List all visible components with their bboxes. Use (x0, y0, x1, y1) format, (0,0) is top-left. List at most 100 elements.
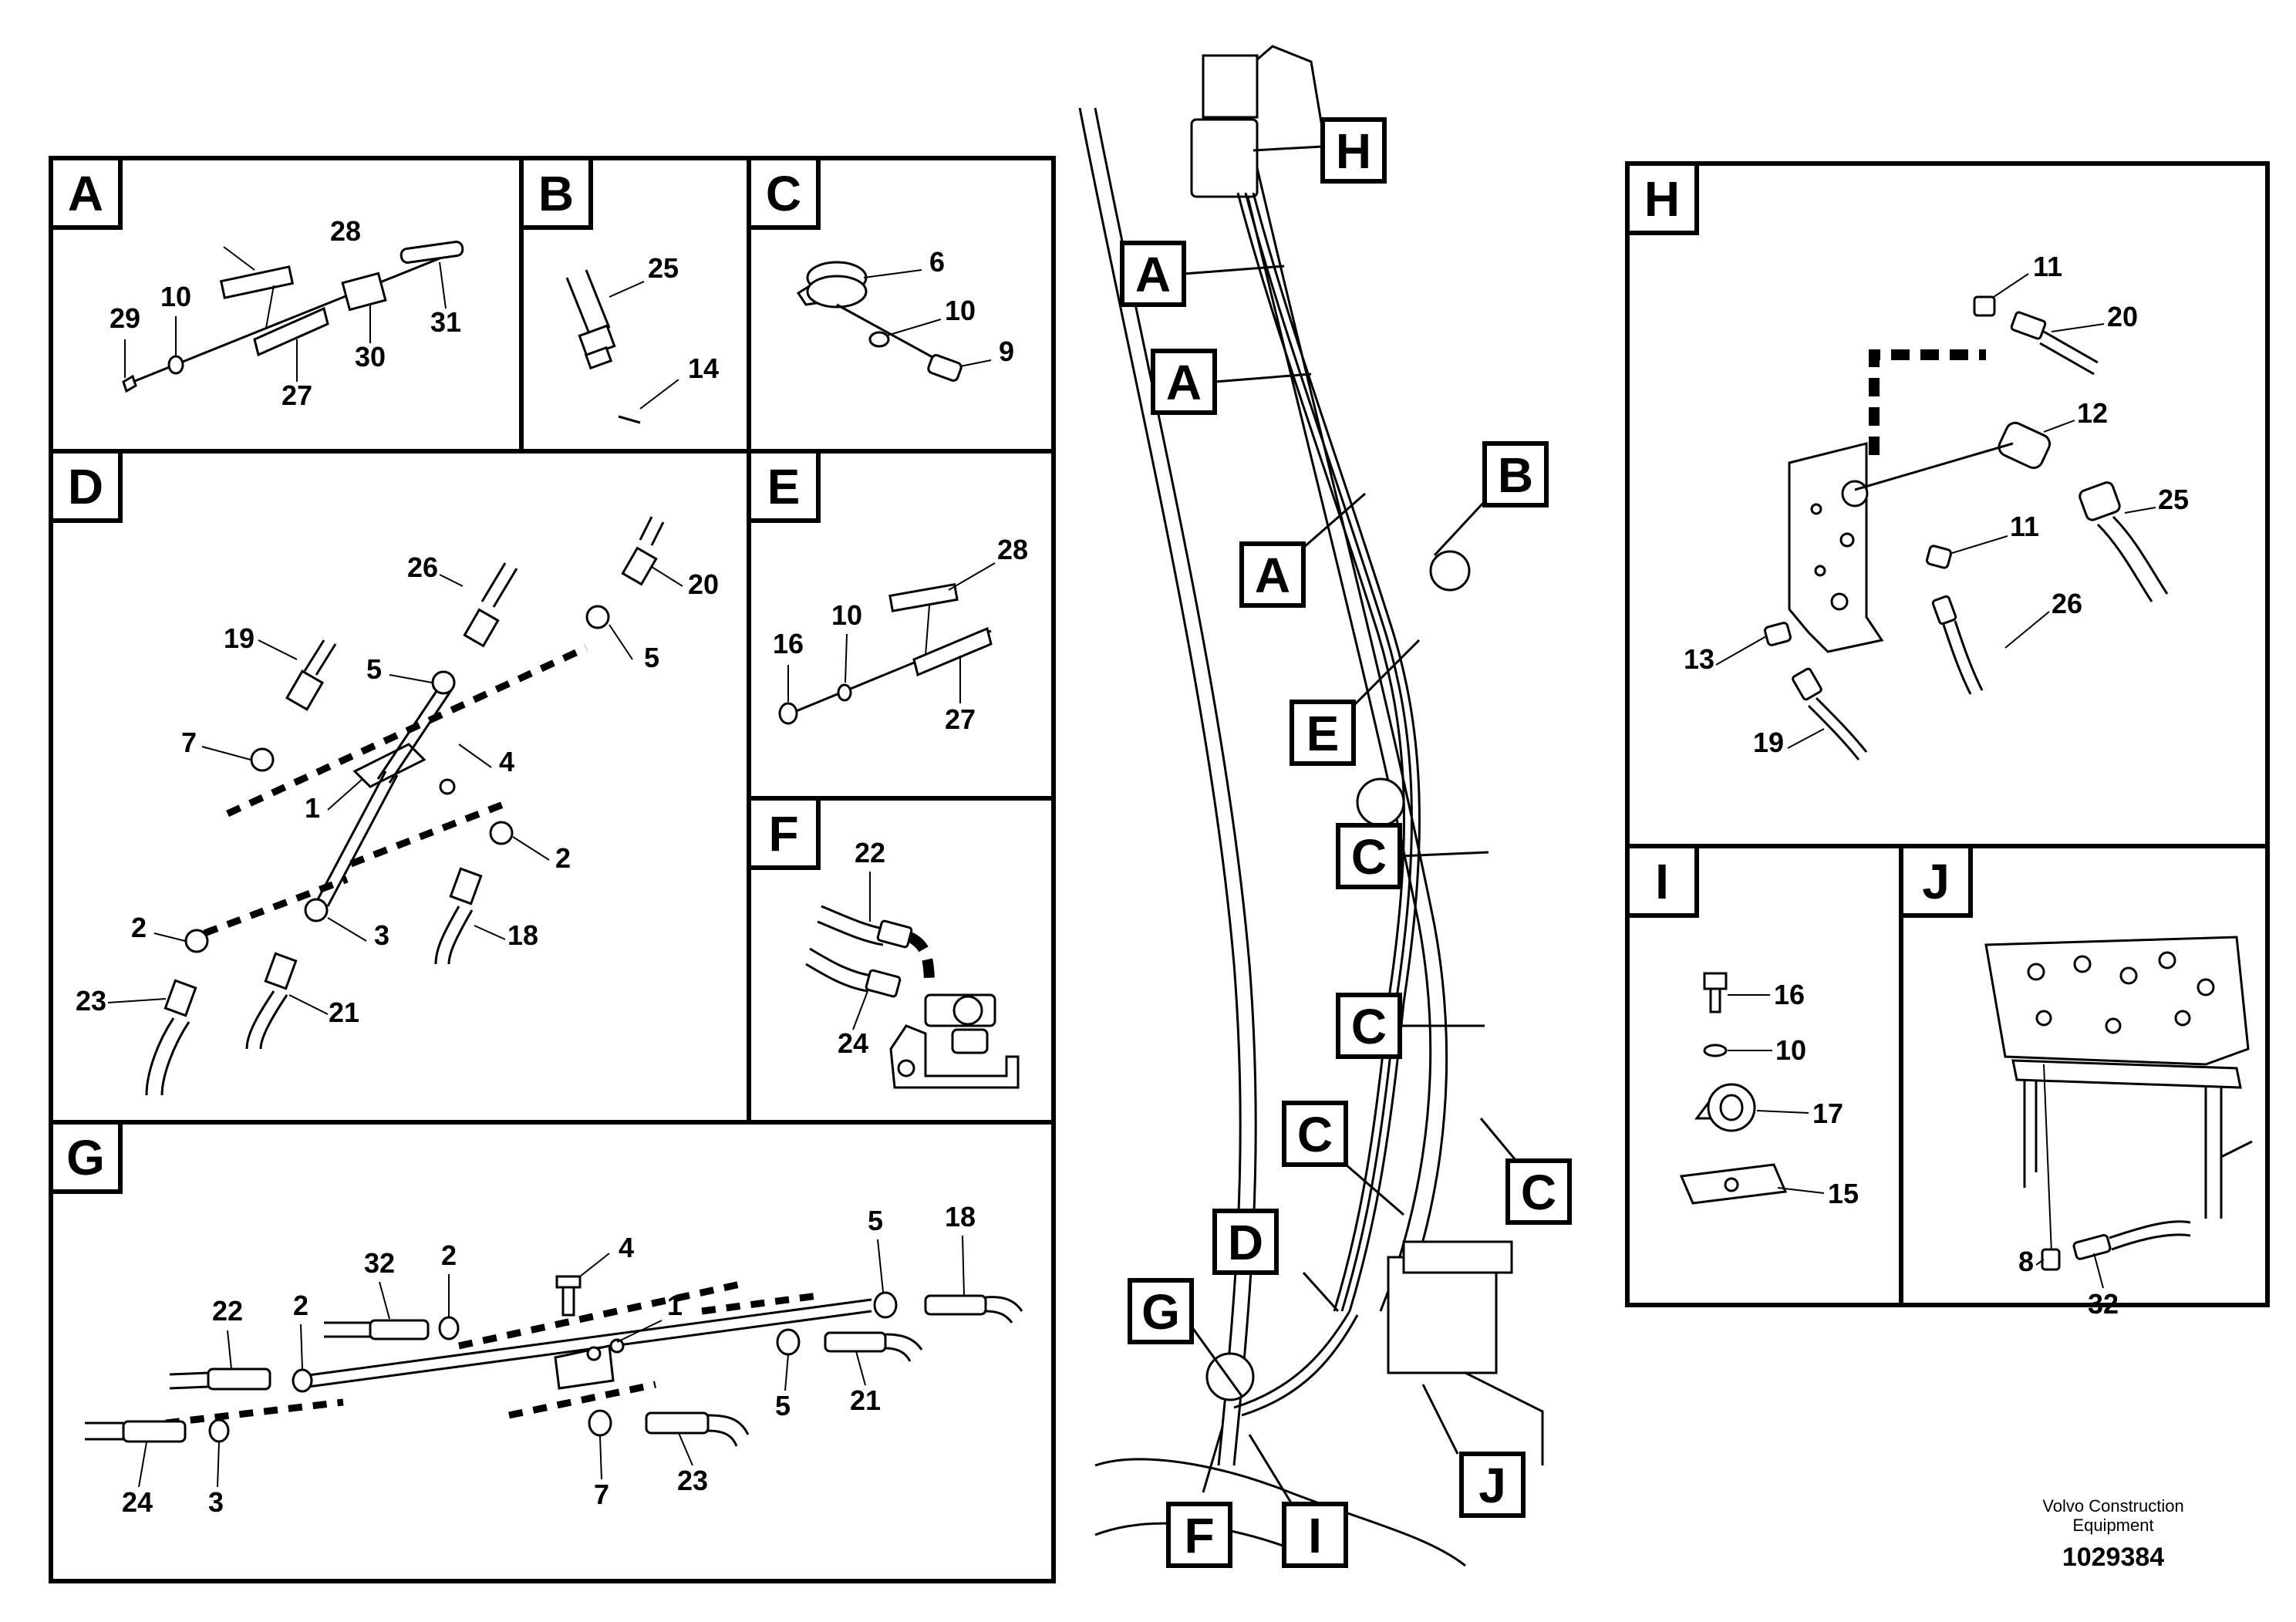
part-label: 4 (499, 746, 514, 777)
part-label: 26 (2052, 588, 2082, 619)
callout-c: C (1521, 1165, 1556, 1220)
part-label: 17 (1812, 1098, 1843, 1129)
panel-a-letter: A (68, 166, 103, 221)
part-label: 5 (644, 642, 659, 673)
part-label: 3 (374, 919, 389, 951)
part-label: 15 (1828, 1178, 1859, 1209)
panel-g: G (49, 1120, 1056, 1583)
part-label: 27 (282, 379, 312, 411)
part-label: 18 (507, 919, 538, 951)
part-label: 30 (355, 341, 386, 373)
part-label: 19 (224, 622, 255, 654)
callout-e: E (1306, 706, 1340, 761)
part-label: 32 (364, 1247, 395, 1279)
panel-j-letter: J (1922, 854, 1950, 909)
panel-a-drawing (122, 241, 464, 393)
part-label: 10 (945, 295, 976, 326)
callout-b: B (1498, 447, 1533, 503)
callout-h: H (1336, 123, 1371, 179)
panel-g-drawing (85, 1275, 1023, 1447)
panel-h: H 11 20 12 25 11 26 13 (1625, 161, 2270, 848)
panel-f-letter: F (768, 806, 798, 862)
part-label: 18 (945, 1201, 976, 1233)
panel-c-letter: C (766, 166, 801, 221)
part-label: 13 (1684, 643, 1714, 675)
callout-c: C (1351, 829, 1387, 885)
part-label: 28 (997, 534, 1028, 565)
part-label: 20 (2107, 301, 2138, 332)
panel-e-drawing (778, 582, 993, 725)
part-label: 10 (1775, 1034, 1806, 1066)
part-label: 16 (1774, 979, 1805, 1010)
panel-b: B 25 14 (519, 156, 751, 454)
panel-d-letter: D (68, 459, 103, 514)
panel-a: A 28 29 10 27 30 31 (49, 156, 524, 454)
panel-c-drawing (796, 261, 963, 382)
part-label: 2 (293, 1290, 308, 1321)
part-label: 23 (677, 1465, 708, 1496)
part-label: 11 (2010, 511, 2039, 542)
part-label: 21 (850, 1384, 881, 1416)
part-label: 32 (2088, 1288, 2119, 1320)
part-label: 11 (2033, 251, 2062, 282)
part-label: 5 (868, 1205, 883, 1236)
panel-i-drawing (1679, 972, 1788, 1205)
part-label: 19 (1753, 727, 1784, 758)
part-label: 10 (831, 599, 862, 631)
part-label: 31 (430, 306, 461, 338)
panel-j: J 8 32 (1899, 844, 2270, 1320)
panel-d-drawing (145, 516, 665, 1096)
panel-e-letter: E (767, 459, 801, 514)
part-label: 29 (110, 302, 140, 334)
part-label: 2 (555, 842, 571, 874)
part-label: 5 (775, 1390, 791, 1421)
company-line-1: Volvo Construction (2042, 1496, 2183, 1516)
part-label: 28 (330, 215, 361, 247)
part-label: 16 (773, 628, 804, 659)
part-label: 24 (122, 1486, 153, 1518)
part-label: 27 (945, 703, 976, 735)
part-label: 4 (619, 1232, 634, 1263)
boom-callouts: H A A B A E C C C C D G (1120, 117, 1572, 1568)
callout-c: C (1297, 1107, 1333, 1162)
panel-f-drawing (805, 905, 1020, 1089)
part-label: 6 (929, 246, 945, 278)
panel-f: F 22 24 (747, 796, 1056, 1125)
panel-b-letter: B (538, 166, 574, 221)
callout-c: C (1351, 999, 1387, 1054)
part-label: 20 (688, 568, 719, 600)
panel-c: C 6 10 9 (747, 156, 1056, 454)
part-label: 1 (667, 1290, 683, 1321)
callout-i: I (1308, 1508, 1322, 1563)
part-label: 7 (594, 1479, 609, 1510)
callout-g: G (1141, 1284, 1180, 1340)
callout-d: D (1228, 1215, 1263, 1270)
part-label: 2 (441, 1239, 457, 1271)
part-label: 10 (160, 281, 191, 312)
callout-a: A (1166, 355, 1202, 410)
company-line-2: Equipment (2072, 1516, 2153, 1535)
panel-j-drawing (1984, 936, 2253, 1271)
panel-g-letter: G (66, 1130, 105, 1185)
part-label: 23 (76, 985, 106, 1017)
panel-h-letter: H (1644, 171, 1680, 227)
part-label: 25 (648, 252, 679, 284)
part-label: 12 (2077, 397, 2108, 429)
part-label: 14 (688, 352, 719, 384)
part-label: 8 (2018, 1246, 2034, 1277)
drawing-number: 1029384 (2062, 1543, 2164, 1572)
panel-i-letter: I (1655, 854, 1669, 909)
callout-j: J (1478, 1458, 1506, 1513)
callout-f: F (1184, 1508, 1214, 1563)
footer: Volvo Construction Equipment 1029384 (2042, 1496, 2183, 1572)
part-label: 26 (407, 551, 438, 583)
part-label: 25 (2158, 484, 2189, 515)
part-label: 9 (999, 336, 1014, 367)
part-label: 24 (838, 1027, 868, 1059)
part-label: 2 (131, 912, 147, 943)
part-label: 7 (181, 727, 197, 758)
part-label: 3 (208, 1486, 224, 1518)
panel-b-drawing (565, 269, 641, 424)
part-label: 1 (305, 792, 320, 824)
